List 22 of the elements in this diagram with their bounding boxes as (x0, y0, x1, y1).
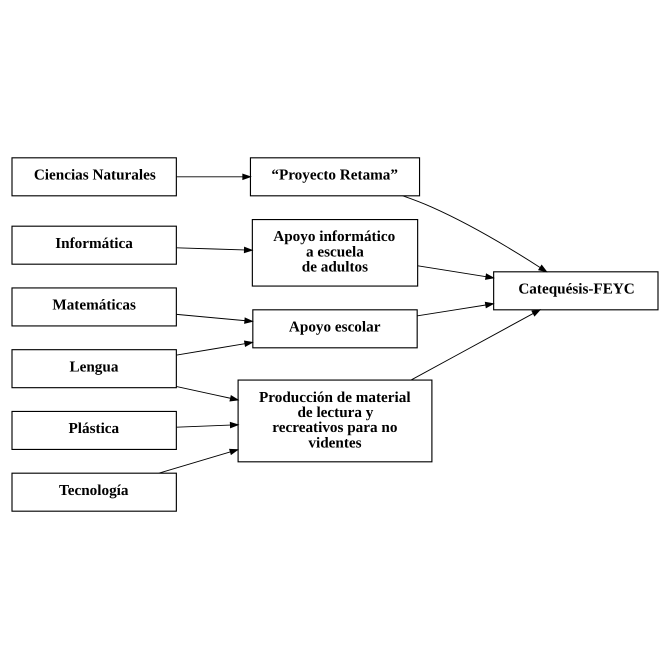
arrow (176, 246, 254, 254)
arrow (176, 422, 240, 428)
node-box: Informática (11, 226, 177, 265)
node-box: Plástica (11, 410, 177, 450)
arrow (417, 302, 495, 316)
arrow (158, 448, 240, 474)
arrow (176, 173, 252, 180)
arrow (176, 314, 254, 324)
node-box: Matemáticas (11, 287, 177, 327)
node-box: Lengua (11, 349, 177, 388)
arrow (417, 265, 495, 280)
arrow (176, 386, 240, 402)
arrow (410, 309, 542, 380)
arrow (176, 340, 254, 356)
node-box: Producción de material de lectura y recreativos para no videntes (238, 380, 432, 462)
node-box: Apoyo escolar (252, 309, 418, 348)
arrow (402, 195, 548, 272)
node-box: Catequésis-FEYC (493, 271, 659, 310)
node-box: Apoyo informático a escuela de adultos (252, 218, 418, 287)
node-box: “Proyecto Retama” (250, 157, 420, 196)
node-box: Tecnología (11, 472, 177, 512)
node-box: Ciencias Naturales (11, 157, 177, 196)
